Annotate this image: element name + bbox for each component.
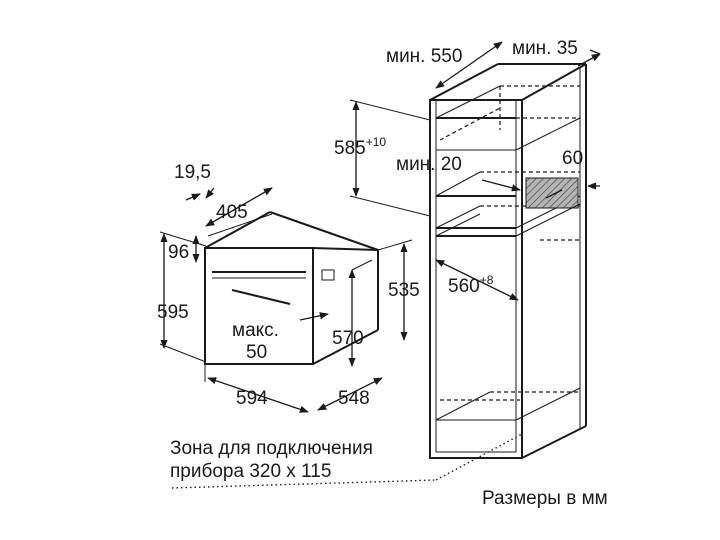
labels: мин. 550 мин. 35 585+10 мин. 20 60 560+8… — [157, 38, 608, 509]
dim-19-5: 19,5 — [174, 162, 211, 183]
dim-96: 96 — [168, 242, 189, 263]
dim-60: 60 — [562, 148, 583, 169]
connection-zone-line1: Зона для подключения — [170, 438, 373, 459]
dim-585-value: 585 — [334, 138, 366, 159]
dim-585-tolerance: +10 — [366, 135, 387, 149]
dim-min-550: мин. 550 — [386, 46, 462, 67]
connection-zone-line2: прибора 320 x 115 — [170, 461, 331, 482]
dim-max-50-value: 50 — [246, 342, 267, 363]
dim-560: 560+8 — [448, 273, 494, 297]
dim-548: 548 — [338, 388, 370, 409]
dim-min-35: мин. 35 — [512, 38, 578, 59]
dim-535: 535 — [388, 280, 420, 301]
units-note: Размеры в мм — [482, 488, 608, 509]
dim-585: 585+10 — [334, 135, 386, 159]
oven-front — [204, 247, 314, 365]
dim-595: 595 — [157, 302, 189, 323]
vent-hatched-area — [525, 177, 579, 209]
dim-405: 405 — [216, 202, 248, 223]
dimension-lines — [159, 41, 601, 489]
dim-max-50-label: макс. — [232, 320, 279, 341]
dim-560-value: 560 — [448, 276, 480, 297]
dim-560-tolerance: +8 — [480, 273, 494, 287]
dim-594: 594 — [236, 388, 268, 409]
dim-570: 570 — [332, 328, 364, 349]
tall-cabinet — [429, 63, 587, 459]
dim-min-20: мин. 20 — [396, 154, 462, 175]
